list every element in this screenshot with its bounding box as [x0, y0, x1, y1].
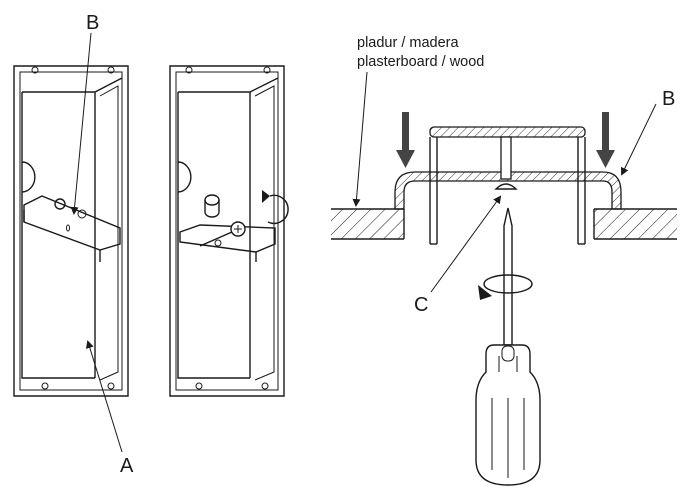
left-label-b: B: [70, 12, 99, 215]
screwdriver-icon: [475, 207, 541, 486]
svg-text:B: B: [86, 12, 99, 34]
box-section: [394, 126, 622, 245]
material-label: pladur / madera plasterboard / wood: [352, 35, 484, 207]
back-box-right: [169, 65, 289, 397]
svg-text:A: A: [120, 455, 134, 477]
right-label-c: C: [414, 195, 502, 316]
left-label-a: A: [85, 340, 134, 477]
right-label-b: B: [621, 88, 675, 176]
press-arrow-right: [596, 112, 615, 168]
svg-text:plasterboard / wood: plasterboard / wood: [357, 54, 484, 70]
press-arrow-left: [396, 112, 415, 168]
svg-text:C: C: [414, 294, 428, 316]
wall-section: [331, 208, 677, 240]
back-box-left: [13, 65, 129, 397]
svg-text:pladur / madera: pladur / madera: [357, 35, 459, 51]
svg-text:B: B: [662, 88, 675, 110]
